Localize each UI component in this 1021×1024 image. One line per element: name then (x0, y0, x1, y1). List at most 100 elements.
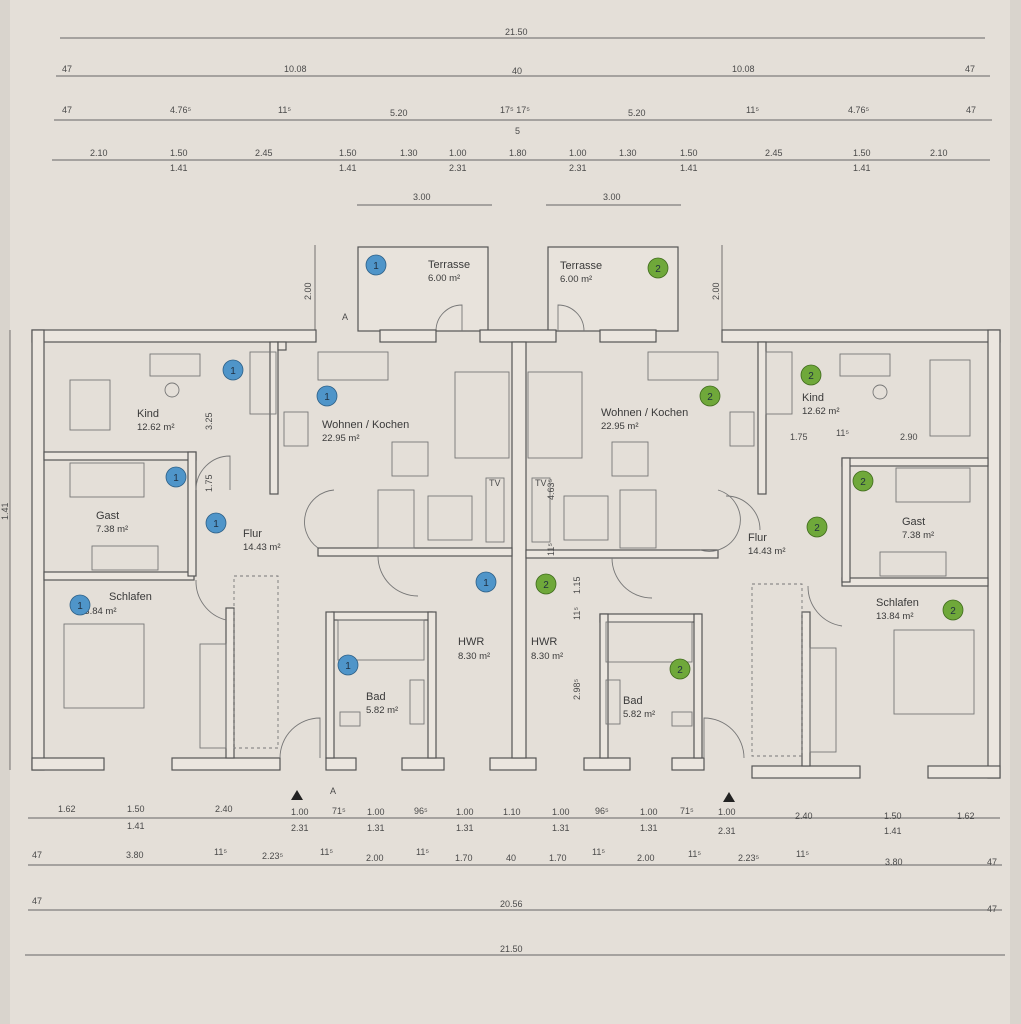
dim-top-r4: 2.45 (765, 148, 783, 158)
dim-bottom-r2: 11⁵ (592, 847, 605, 857)
dim-bottom-r2: 2.23⁵ (262, 851, 284, 861)
dim-top-r4: 1.50 (853, 148, 871, 158)
svg-text:1: 1 (213, 519, 219, 530)
dim-bottom-r1-lower: 1.31 (456, 823, 474, 833)
room-area-gast: 7.38 m² (96, 524, 128, 535)
dim-top-r4: 1.30 (400, 148, 418, 158)
unit-2-badge: 2 (647, 257, 669, 279)
dim-interior: 11⁵ (572, 607, 582, 620)
dim-top-r4: 2.10 (930, 148, 948, 158)
dim-top-r4: 1.50 (170, 148, 188, 158)
dim-top-r4: 1.00 (449, 148, 467, 158)
dim-bottom-r1: 71⁵ (680, 806, 694, 816)
room-name-wohnen: Wohnen / Kochen (322, 419, 409, 431)
svg-text:1: 1 (77, 601, 83, 612)
dim-top-r3: 11⁵ (278, 105, 291, 115)
dim-left-overall: 1.41 (0, 502, 10, 520)
room-name-wohnen: Wohnen / Kochen (601, 407, 688, 419)
dim-interior: 4.63⁵ (546, 478, 556, 500)
room-name-terrasse: Terrasse (428, 259, 470, 271)
dim-top-r4-lower: 1.41 (680, 163, 698, 173)
unit-2-badge: 2 (806, 516, 828, 538)
dim-interior: 11⁵ (546, 543, 556, 556)
dim-bottom-r3: 47 (987, 904, 997, 914)
dim-bottom-r1: 96⁵ (595, 806, 609, 816)
dim-top-r4-lower: 1.41 (853, 163, 871, 173)
dim-top-r2: 47 (965, 64, 975, 74)
unit-1-badge: 1 (222, 359, 244, 381)
room-name-flur: Flur (748, 532, 767, 544)
dim-top-r3: 5.20 (390, 108, 408, 118)
dim-terrace-width: 3.00 (413, 192, 431, 202)
dim-bottom-r1-lower: 1.41 (127, 821, 145, 831)
unit-2-badge: 2 (942, 599, 964, 621)
dim-bottom-r2: 11⁵ (416, 847, 429, 857)
unit-1-badge: 1 (316, 385, 338, 407)
svg-text:2: 2 (808, 371, 814, 382)
room-name-schlafen: Schlafen (876, 597, 919, 609)
furniture (63, 351, 975, 802)
svg-text:2: 2 (860, 477, 866, 488)
dim-bottom-overall: 21.50 (500, 944, 523, 954)
dim-bottom-r1: 1.00 (552, 807, 570, 817)
svg-text:2: 2 (677, 665, 683, 676)
dim-interior: 3.25 (204, 412, 214, 430)
dim-top-overall: 21.50 (505, 27, 528, 37)
dim-bottom-r2: 2.00 (366, 853, 384, 863)
room-labels: Terrasse 6.00 m² Terrasse 6.00 m² Kind 1… (79, 259, 934, 796)
dim-terrace-depth: 2.00 (303, 282, 313, 300)
unit-2-badge: 2 (852, 470, 874, 492)
room-name-hwr: HWR (531, 636, 557, 648)
room-name-schlafen: Schlafen (109, 591, 152, 603)
dim-bottom-r2: 3.80 (885, 857, 903, 867)
dim-bottom-r1: 1.10 (503, 807, 521, 817)
dim-top-r3: 5 (515, 126, 520, 136)
dim-bottom-r2: 11⁵ (214, 847, 227, 857)
dim-bottom-r1: 2.40 (795, 811, 813, 821)
unit-1-badge: 1 (365, 254, 387, 276)
dim-top-r3: 47 (966, 105, 976, 115)
dim-bottom-r3: 20.56 (500, 899, 523, 909)
room-area-hwr: 8.30 m² (458, 651, 490, 662)
dim-bottom-r1: 1.00 (291, 807, 309, 817)
dim-top-r3: 11⁵ (746, 105, 759, 115)
unit-1-badge: 1 (475, 571, 497, 593)
dim-top-r4-lower: 1.41 (339, 163, 357, 173)
svg-text:2: 2 (950, 606, 956, 617)
dim-bottom-r1: 1.00 (456, 807, 474, 817)
dim-bottom-r1: 1.00 (640, 807, 658, 817)
dim-top-r3: 47 (62, 105, 72, 115)
dim-bottom-r3: 47 (32, 896, 42, 906)
dim-top-r3: 4.76⁵ (848, 105, 870, 115)
room-area-hwr: 8.30 m² (531, 651, 563, 662)
tv-label: TV (489, 478, 501, 488)
room-area-kind: 12.62 m² (137, 422, 175, 433)
room-area-wohnen: 22.95 m² (322, 433, 360, 444)
svg-text:2: 2 (707, 392, 713, 403)
room-name-gast: Gast (902, 516, 925, 528)
svg-text:2: 2 (814, 523, 820, 534)
dim-top-r2: 10.08 (284, 64, 307, 74)
svg-text:1: 1 (345, 661, 351, 672)
dim-top-r4: 1.80 (509, 148, 527, 158)
room-area-schlafen: 13.84 m² (876, 611, 914, 622)
room-name-bad: Bad (623, 695, 643, 707)
dim-bottom-r2: 2.23⁵ (738, 853, 760, 863)
dim-top-r3: 5.20 (628, 108, 646, 118)
room-name-bad: Bad (366, 691, 386, 703)
dim-bottom-r2: 1.70 (549, 853, 567, 863)
svg-text:1: 1 (173, 473, 179, 484)
dim-interior: 11⁵ (836, 428, 849, 438)
dim-bottom-r1: 1.50 (127, 804, 145, 814)
room-area-flur: 14.43 m² (243, 542, 281, 553)
unit-1-badge: 1 (205, 512, 227, 534)
room-name-hwr: HWR (458, 636, 484, 648)
dim-top-r2: 10.08 (732, 64, 755, 74)
svg-text:2: 2 (543, 580, 549, 591)
dim-interior: 1.75 (204, 474, 214, 492)
dim-bottom-r2: 11⁵ (688, 849, 701, 859)
dim-interior: 1.75 (790, 432, 808, 442)
room-name-gast: Gast (96, 510, 119, 522)
room-area-gast: 7.38 m² (902, 530, 934, 541)
